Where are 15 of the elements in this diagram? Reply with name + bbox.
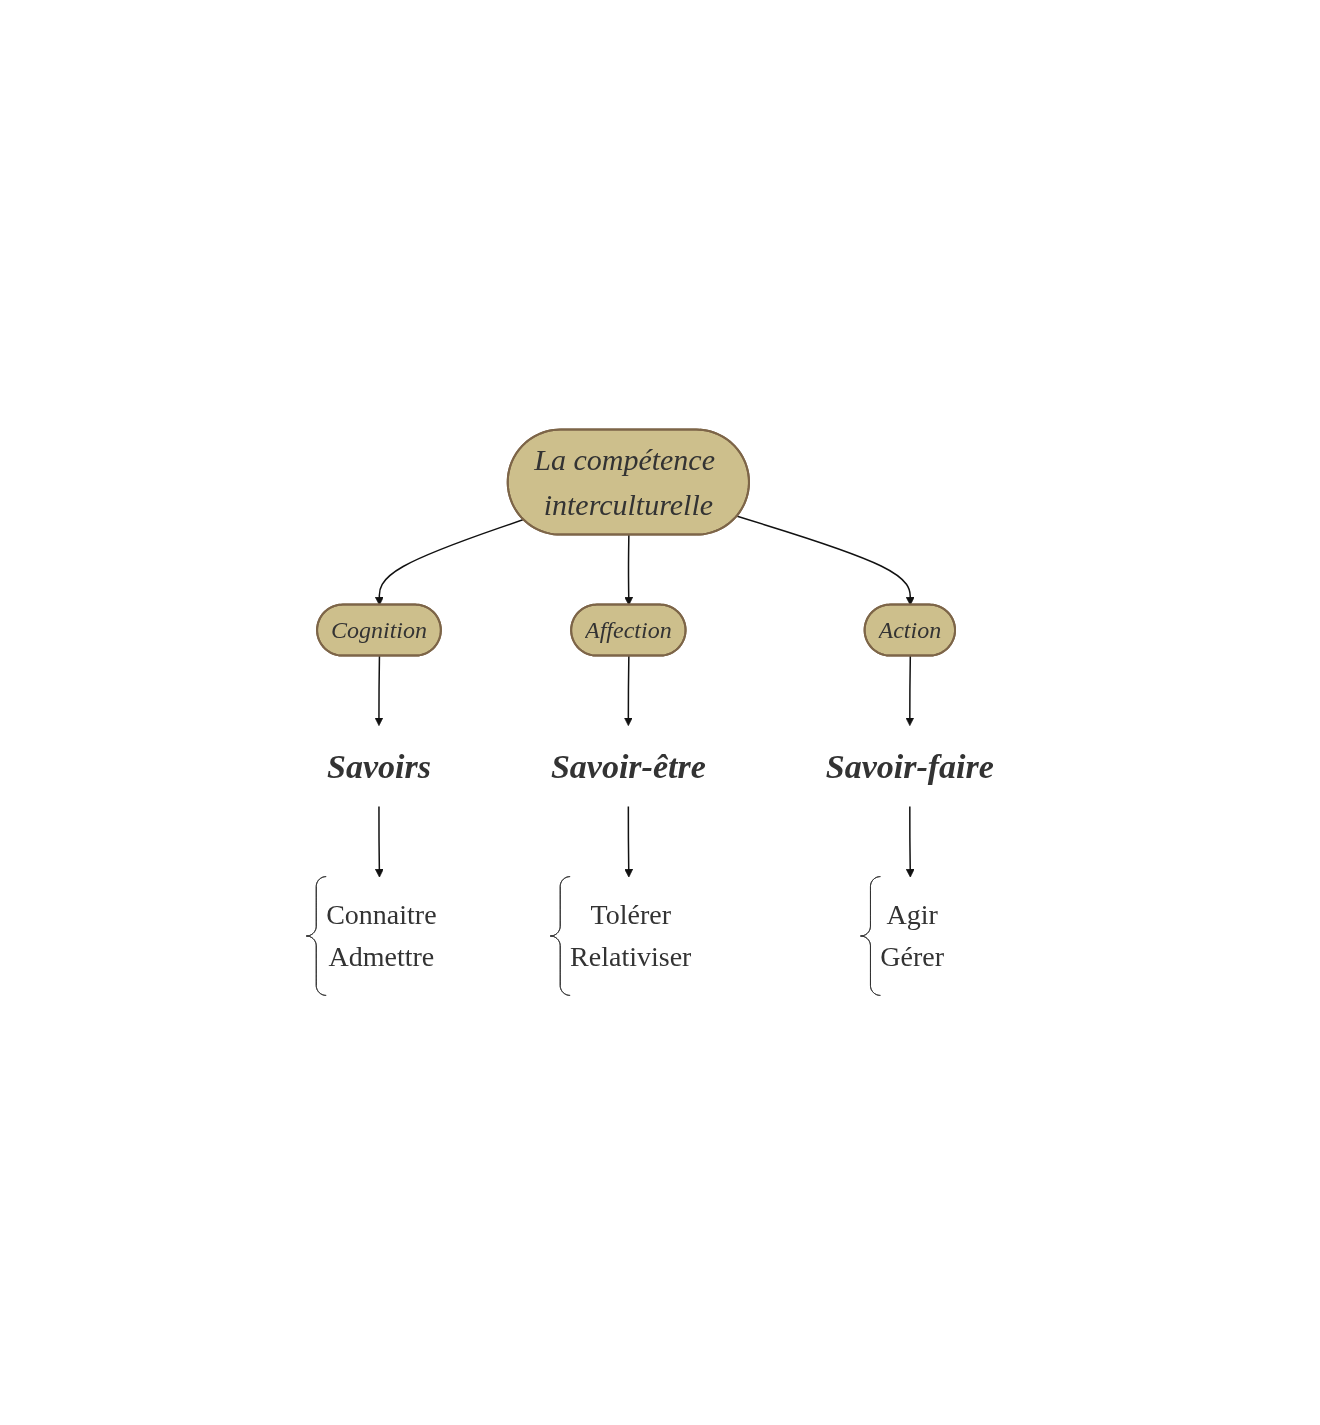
arrow <box>623 534 633 606</box>
arrow <box>905 805 915 878</box>
arrow <box>623 655 633 726</box>
node-text: Connaitre Admettre <box>325 899 437 972</box>
arrow <box>374 518 524 606</box>
node-text: Agir Gérer <box>879 899 944 972</box>
node-text: Savoir-faire <box>825 747 994 785</box>
arrow <box>374 805 384 878</box>
node-text: Savoir-être <box>550 747 706 785</box>
arrow <box>905 655 914 726</box>
arrow <box>374 655 383 726</box>
arrow <box>623 805 633 878</box>
node-text: Savoirs <box>326 747 431 785</box>
node-text: Tolérer Relativiser <box>569 899 691 972</box>
arrow <box>736 515 915 606</box>
